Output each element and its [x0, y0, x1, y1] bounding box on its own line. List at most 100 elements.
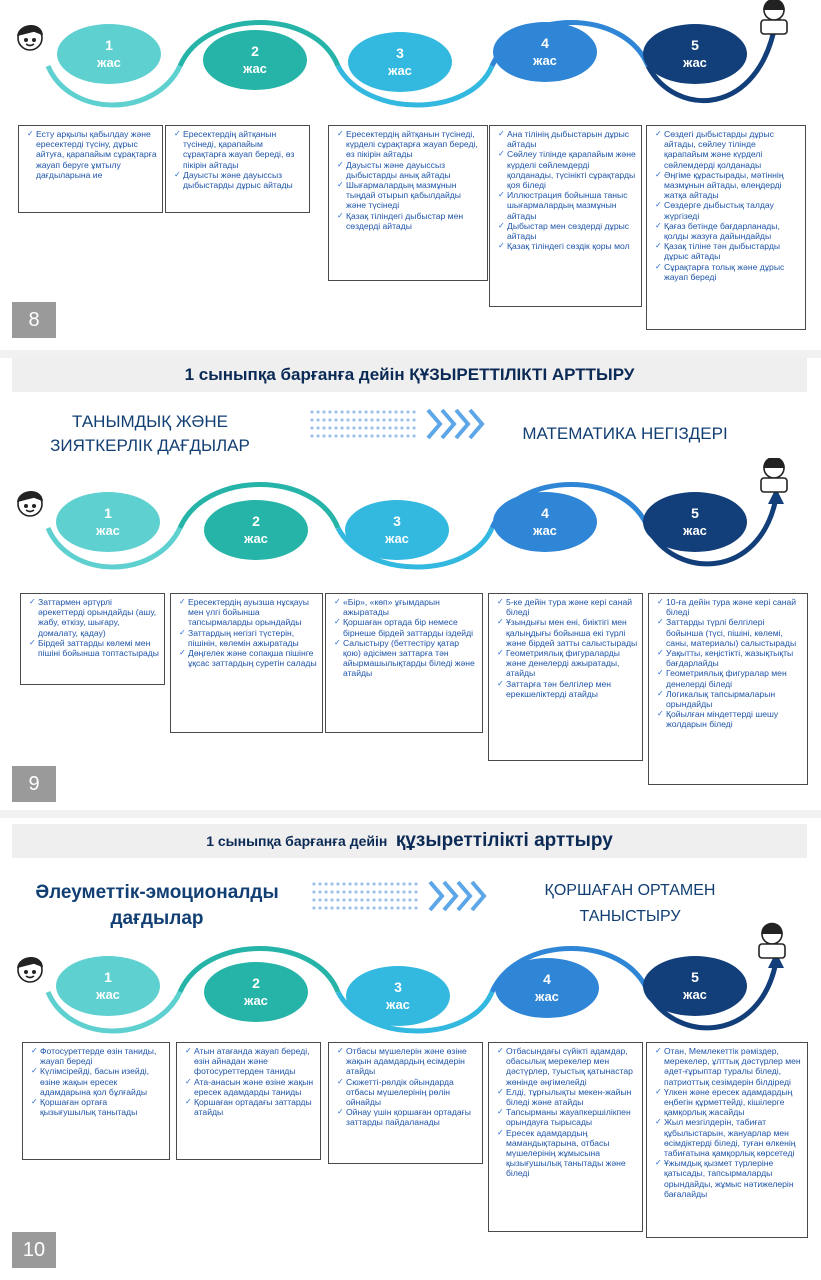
- boy-face-icon: [16, 25, 44, 51]
- skills-columns: Есту арқылы қабылдау жәнe ересектерді тү…: [18, 125, 808, 330]
- age-3-ellipse: [348, 32, 452, 92]
- age-3-number: 3: [396, 45, 404, 61]
- girl-student-icon: [760, 0, 788, 35]
- age-4-number: 4: [541, 35, 549, 51]
- skill-item: Ана тілінің дыбыстарын дұрыс айтады: [498, 129, 637, 149]
- skill-item: Дөңгелек және сопақша пішінге ұқсас затт…: [179, 648, 318, 668]
- banner-prefix: 1 сыныпқа барғанға дейін: [206, 833, 388, 849]
- skill-item: Атын атағанда жауап береді, өзін айнадан…: [185, 1046, 316, 1077]
- boy-face-icon: [16, 491, 44, 517]
- age-5-skills: Сөздегі дыбыстарды дұрыс айтады, сөйлеу …: [646, 125, 806, 330]
- age-2-number: 2: [252, 975, 260, 991]
- girl-student-icon: [758, 922, 786, 959]
- skill-item: Иллюстрация бойынша таныс шығармалардың …: [498, 190, 637, 221]
- right-category-title: МАТЕМАТИКА НЕГІЗДЕРІ: [522, 424, 728, 443]
- page-divider: [0, 810, 821, 818]
- age-2-label: жас: [243, 531, 268, 546]
- age-5-ellipse: [643, 24, 747, 84]
- age-5-label: жас: [682, 987, 707, 1002]
- skill-item: Ата-анасын және өзіне жақын ересек адамд…: [185, 1077, 316, 1097]
- age-2-number: 2: [251, 43, 259, 59]
- skill-item: Заттармен әртүрлі әрекеттерді орындайды …: [29, 597, 160, 638]
- skill-item: Қазақ тіліндегі сөздік қоры мол: [498, 241, 637, 251]
- skill-item: Заттарға тән белгілер мен ерекшеліктерді…: [497, 679, 638, 699]
- age-3-label: жас: [387, 63, 412, 78]
- chevron-arrows-icon: [310, 408, 485, 440]
- skill-item: Әңгіме құрастырады, мәтіннің мазмұнын ай…: [655, 170, 801, 201]
- right-category-title: ҚОРШАҒАН ОРТАМЕН ТАНЫСТЫРУ: [544, 882, 716, 925]
- age-3-ellipse: [345, 500, 449, 560]
- skill-item: Ересек адамдардың мамандықтарына, отбасы…: [497, 1128, 638, 1179]
- age-1-skills: Есту арқылы қабылдау жәнe ересектерді тү…: [18, 125, 163, 213]
- skill-item: Қағаз бетінде бағдарланады, қолды жазуға…: [655, 221, 801, 241]
- age-3-skills: Отбасы мүшелерін және өзіне жақын адамда…: [328, 1042, 483, 1164]
- skill-item: Есту арқылы қабылдау жәнe ересектерді тү…: [27, 129, 158, 180]
- age-2-ellipse: [204, 962, 308, 1022]
- age-3-number: 3: [394, 979, 402, 995]
- skill-item: 10-ға дейін тура және кері санай біледі: [657, 597, 803, 617]
- skill-item: Геометриялық фигуралар мен денелерді біл…: [657, 668, 803, 688]
- age-5-number: 5: [691, 969, 699, 985]
- age-4-number: 4: [543, 971, 551, 987]
- skill-item: Сұрақтарға толық және дұрыс жауап береді: [655, 262, 801, 282]
- age-5-label: жас: [682, 55, 707, 70]
- page-divider: [0, 350, 821, 358]
- skill-item: Қоршаған ортаға қызығушылық танытады: [31, 1097, 165, 1117]
- age-3-ellipse: [346, 966, 450, 1026]
- girl-student-icon: [760, 458, 788, 493]
- skill-item: 5-ке дейін тура және кері санай біледі: [497, 597, 638, 617]
- age-1-ellipse: [57, 24, 161, 84]
- skill-item: Дауысты және дауыссыз дыбыстарды дұрыс а…: [174, 170, 305, 190]
- skill-item: Отан, Мемлекеттік рәміздер, мерекелер, ұ…: [655, 1046, 803, 1087]
- age-2-number: 2: [252, 513, 260, 529]
- age-1-skills: Заттармен әртүрлі әрекеттерді орындайды …: [20, 593, 165, 685]
- age-2-skills: Ересектердің айтқанын түсінеді, қарапайы…: [165, 125, 310, 213]
- age-5-ellipse: [643, 956, 747, 1016]
- age-4-label: жас: [534, 989, 559, 1004]
- age-1-label: жас: [96, 55, 121, 70]
- age-5-skills: 10-ға дейін тура және кері санай біледі …: [648, 593, 808, 785]
- skill-item: Қойылған міндеттерді шешу жолдарын білед…: [657, 709, 803, 729]
- skill-item: Фотосуреттерде өзін таниды, жауап береді: [31, 1046, 165, 1066]
- age-5-label: жас: [682, 523, 707, 538]
- left-category-title: Әлеуметтік-эмоционалды дағдылар: [35, 882, 279, 929]
- chevron-arrows-icon: [312, 880, 487, 912]
- skill-item: «Бір», «көп» ұғымдарын ажыратады: [334, 597, 478, 617]
- skill-item: Логикалық тапсырмаларын орындайды: [657, 689, 803, 709]
- skills-columns: Заттармен әртүрлі әрекеттерді орындайды …: [18, 593, 808, 785]
- age-4-ellipse: [493, 22, 597, 82]
- banner-suffix: құзыреттілікті арттыру: [395, 830, 613, 851]
- age-4-label: жас: [532, 53, 557, 68]
- age-1-label: жас: [95, 523, 120, 538]
- skill-item: Дауысты және дауыссыз дыбыстарды анық ай…: [337, 160, 483, 180]
- section-banner: 1 сыныпқа барғанға дейін құзыреттілікті …: [12, 824, 807, 858]
- skill-item: Ойнау үшін қоршаған ортадағы заттарды па…: [337, 1107, 478, 1127]
- skill-item: Заттарды түрлі белгілері бойынша (түсі, …: [657, 617, 803, 648]
- age-3-skills: «Бір», «көп» ұғымдарын ажыратады Қоршаға…: [325, 593, 483, 733]
- age-5-ellipse: [643, 492, 747, 552]
- left-category-title: ТАНЫМДЫҚ ЖӘНЕ ЗИЯТКЕРЛІК ДАҒДЫЛАР: [50, 412, 250, 455]
- skill-item: Заттардың негізгі түстерін, пішінін, көл…: [179, 628, 318, 648]
- age-1-label: жас: [95, 987, 120, 1002]
- skill-item: Дыбыстар мен сөздерді дұрыс айтады: [498, 221, 637, 241]
- age-3-skills: Ересектердің айтқанын түсінеді, күрделі …: [328, 125, 488, 281]
- skill-item: Қоршаған ортада бір немесе бірнеше бірде…: [334, 617, 478, 637]
- skill-item: Қазақ тіліндегі дыбыстар мен сөздерді ай…: [337, 211, 483, 231]
- age-4-skills: Ана тілінің дыбыстарын дұрыс айтады Сөйл…: [489, 125, 642, 307]
- skill-item: Ересектердің айтқанын түсінеді, күрделі …: [337, 129, 483, 160]
- page-9: 1 сыныпқа барғанға дейін ҚҰЗЫРЕТТІЛІКТІ …: [0, 358, 821, 810]
- skill-item: Ұзындығы мен ені, биіктігі мен қалыңдығы…: [497, 617, 638, 648]
- age-2-skills: Ересектердің ауызша нұсқауы мен үлгі бой…: [170, 593, 323, 733]
- skill-item: Сөйлеу тілінде қарапайым және күрделі сө…: [498, 149, 637, 190]
- age-1-number: 1: [104, 969, 112, 985]
- age-4-skills: 5-ке дейін тура және кері санай біледі Ұ…: [488, 593, 643, 761]
- skill-item: Геометриялық фигураларды және денелерді …: [497, 648, 638, 679]
- age-2-label: жас: [242, 61, 267, 76]
- age-1-ellipse: [56, 956, 160, 1016]
- age-3-number: 3: [393, 513, 401, 529]
- skill-item: Отбасындағы сүйікті адамдар, обасылық ме…: [497, 1046, 638, 1087]
- skill-item: Сюжетті-рөлдік ойындарда отбасы мүшелері…: [337, 1077, 478, 1108]
- age-4-skills: Отбасындағы сүйікті адамдар, обасылық ме…: [488, 1042, 643, 1232]
- skill-item: Сөздегі дыбыстарды дұрыс айтады, сөйлеу …: [655, 129, 801, 170]
- section-banner: 1 сыныпқа барғанға дейін ҚҰЗЫРЕТТІЛІКТІ …: [12, 358, 807, 392]
